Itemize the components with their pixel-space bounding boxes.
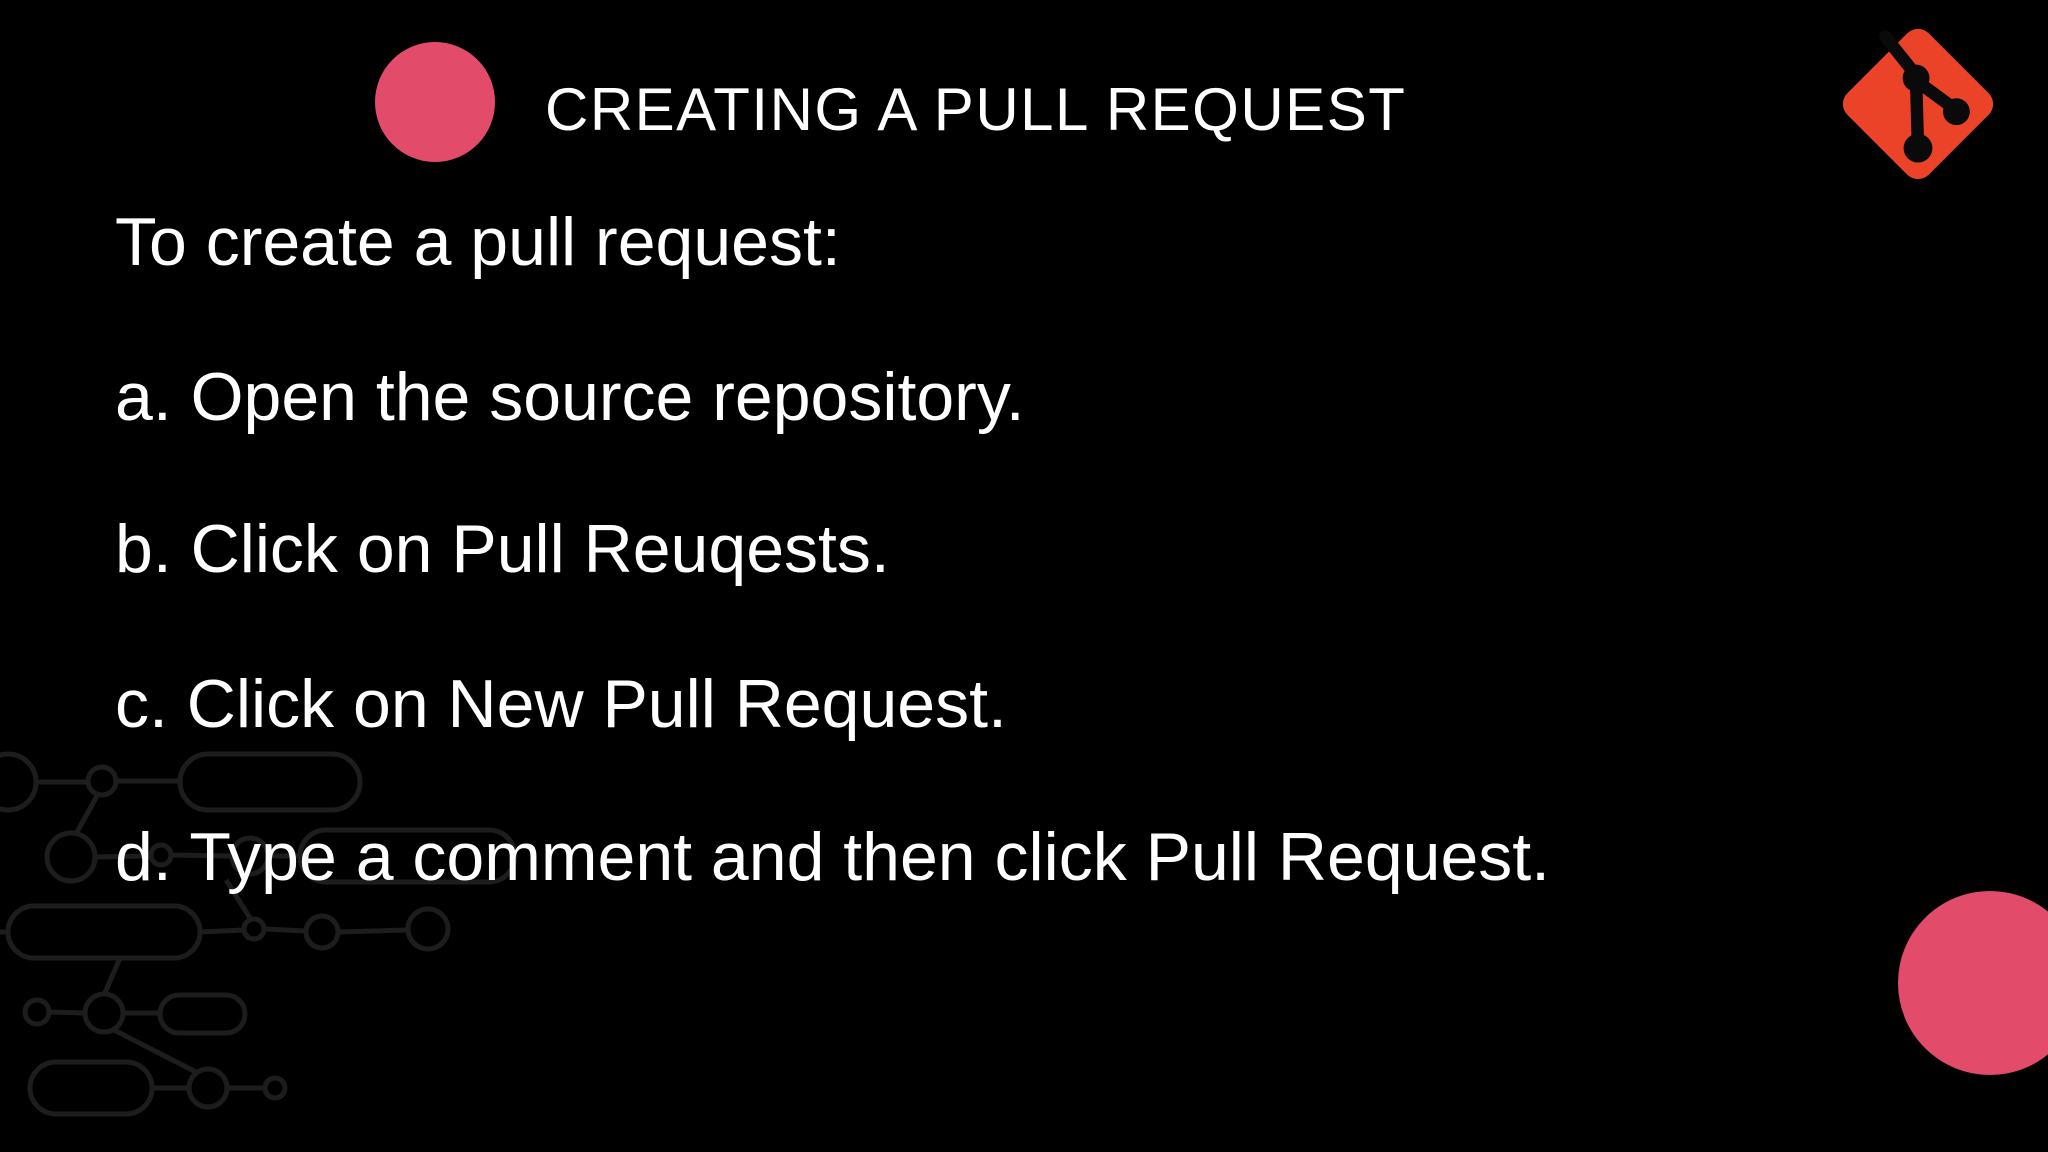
step-b-text: b. Click on Pull Reuqests. — [115, 511, 890, 587]
step-d-text: d. Type a comment and then click Pull Re… — [115, 819, 1551, 895]
step-c-text: c. Click on New Pull Request. — [115, 666, 1007, 742]
accent-circle-top — [375, 42, 495, 162]
git-logo-icon — [1842, 28, 1994, 180]
git-branch-pattern-icon — [0, 751, 518, 1117]
intro-text: To create a pull request: — [115, 204, 841, 280]
page-title: CREATING A PULL REQUEST — [545, 76, 1407, 143]
step-a-text: a. Open the source repository. — [115, 359, 1025, 435]
accent-circle-bottom — [1898, 891, 2048, 1075]
